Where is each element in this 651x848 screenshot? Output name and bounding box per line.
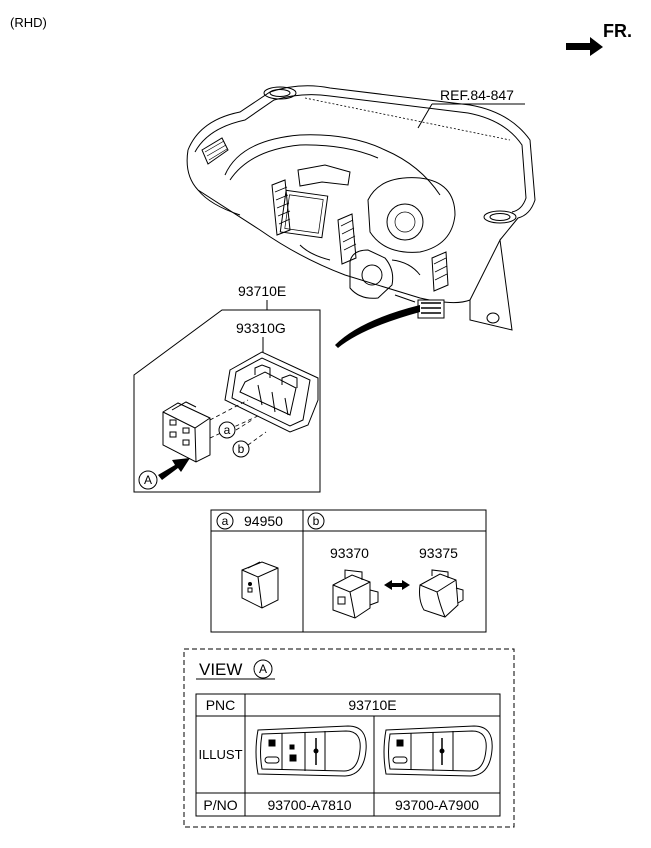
view-a-arrow-icon <box>158 458 190 480</box>
marker-a-circle <box>218 421 236 439</box>
switch-illust-1 <box>255 725 367 777</box>
marker-b: b <box>237 442 245 456</box>
parts-col-b-marker: b <box>312 514 320 528</box>
row-illust-label: ILLUST <box>198 747 243 762</box>
part-93375-drawing <box>419 569 464 618</box>
assembly-guide-lines <box>209 399 267 446</box>
part-93375-label: 93375 <box>419 545 458 561</box>
variant-label: (RHD) <box>10 15 47 30</box>
pnc-value: 93710E <box>348 697 397 713</box>
marker-a: a <box>223 423 231 437</box>
part-94950-label: 94950 <box>244 513 283 529</box>
part-number-2: 93700-A7900 <box>394 796 480 813</box>
part-93370-label: 93370 <box>330 545 369 561</box>
row-pno-label: P/NO <box>203 796 238 813</box>
parts-col-a-marker: a <box>221 514 229 528</box>
view-table-grid <box>195 693 501 817</box>
bezel-callout: 93310G <box>236 320 286 336</box>
switch-module-drawing <box>162 401 211 463</box>
bezel-93310g-drawing <box>224 351 319 433</box>
part-93370-drawing <box>332 569 379 619</box>
parts-b-circle <box>307 512 325 530</box>
switch-illust-2 <box>383 725 493 777</box>
marker-b-circle <box>232 440 250 458</box>
assembly-callout: 93710E <box>238 283 287 299</box>
parts-a-circle <box>216 512 234 530</box>
assembly-detail-box <box>133 300 321 493</box>
front-arrow-icon <box>566 37 603 56</box>
interchange-arrow-icon <box>384 580 410 590</box>
parts-table-grid <box>210 509 487 633</box>
dashboard-illustration <box>186 85 536 331</box>
view-title-circle <box>253 659 273 679</box>
view-title-marker: A <box>258 662 267 676</box>
row-pnc-label: PNC <box>205 697 236 713</box>
view-marker: A <box>143 473 152 487</box>
view-title: VIEW <box>199 660 243 679</box>
part-number-1: 93700-A7810 <box>267 796 352 813</box>
front-label: FR. <box>603 21 632 41</box>
detail-pointer-arrow <box>335 305 420 348</box>
ref-leader <box>417 103 525 129</box>
view-a-box <box>183 648 515 828</box>
part-94950-drawing <box>241 561 279 609</box>
ref-callout: REF.84-847 <box>440 87 514 103</box>
view-a-circle <box>138 470 158 490</box>
